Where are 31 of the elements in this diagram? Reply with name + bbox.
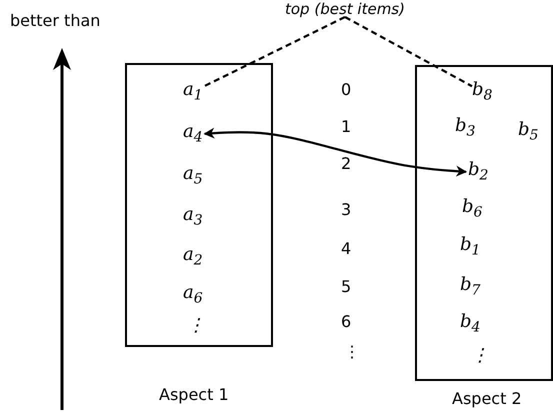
rank-number: 0 bbox=[341, 82, 352, 98]
ranked-item: b$_{8}$ bbox=[472, 81, 492, 103]
ranked-item: b$_{5}$ bbox=[518, 121, 538, 143]
leader-line bbox=[202, 16, 346, 88]
rank-number: 6 bbox=[341, 314, 352, 330]
ranked-item: a$_{4}$ bbox=[183, 123, 203, 145]
heading-text: top (best items) bbox=[285, 2, 405, 17]
rank-number: 5 bbox=[341, 279, 352, 295]
axis-label: better than bbox=[10, 13, 100, 29]
ranked-item: b$_{1}$ bbox=[460, 236, 480, 258]
ranked-item: b$_{3}$ bbox=[455, 117, 476, 139]
ranked-item: a$_{6}$ bbox=[183, 284, 203, 306]
rank-number: 1 bbox=[341, 119, 352, 135]
ranked-item: b$_{2}$ bbox=[468, 161, 488, 183]
box-caption: Aspect 2 bbox=[452, 391, 522, 407]
ranked-item: a$_{5}$ bbox=[183, 165, 203, 187]
ranked-item: b$_{6}$ bbox=[462, 198, 482, 220]
ranked-item: ⋮ bbox=[471, 347, 489, 365]
rank-number: ⋮ bbox=[344, 344, 360, 360]
rank-number: 4 bbox=[341, 241, 352, 257]
ranked-item: b$_{4}$ bbox=[460, 313, 480, 335]
ranked-item: a$_{1}$ bbox=[183, 81, 203, 103]
ranked-item: ⋮ bbox=[187, 317, 205, 335]
rank-number: 2 bbox=[341, 156, 352, 172]
rank-number: 3 bbox=[341, 202, 352, 218]
box-caption: Aspect 1 bbox=[159, 387, 229, 403]
ranked-item: a$_{3}$ bbox=[183, 206, 203, 228]
ranked-item: b$_{7}$ bbox=[460, 276, 480, 298]
ranked-item: a$_{2}$ bbox=[183, 246, 203, 268]
leader-line bbox=[344, 16, 473, 88]
double-arrow bbox=[204, 128, 468, 177]
